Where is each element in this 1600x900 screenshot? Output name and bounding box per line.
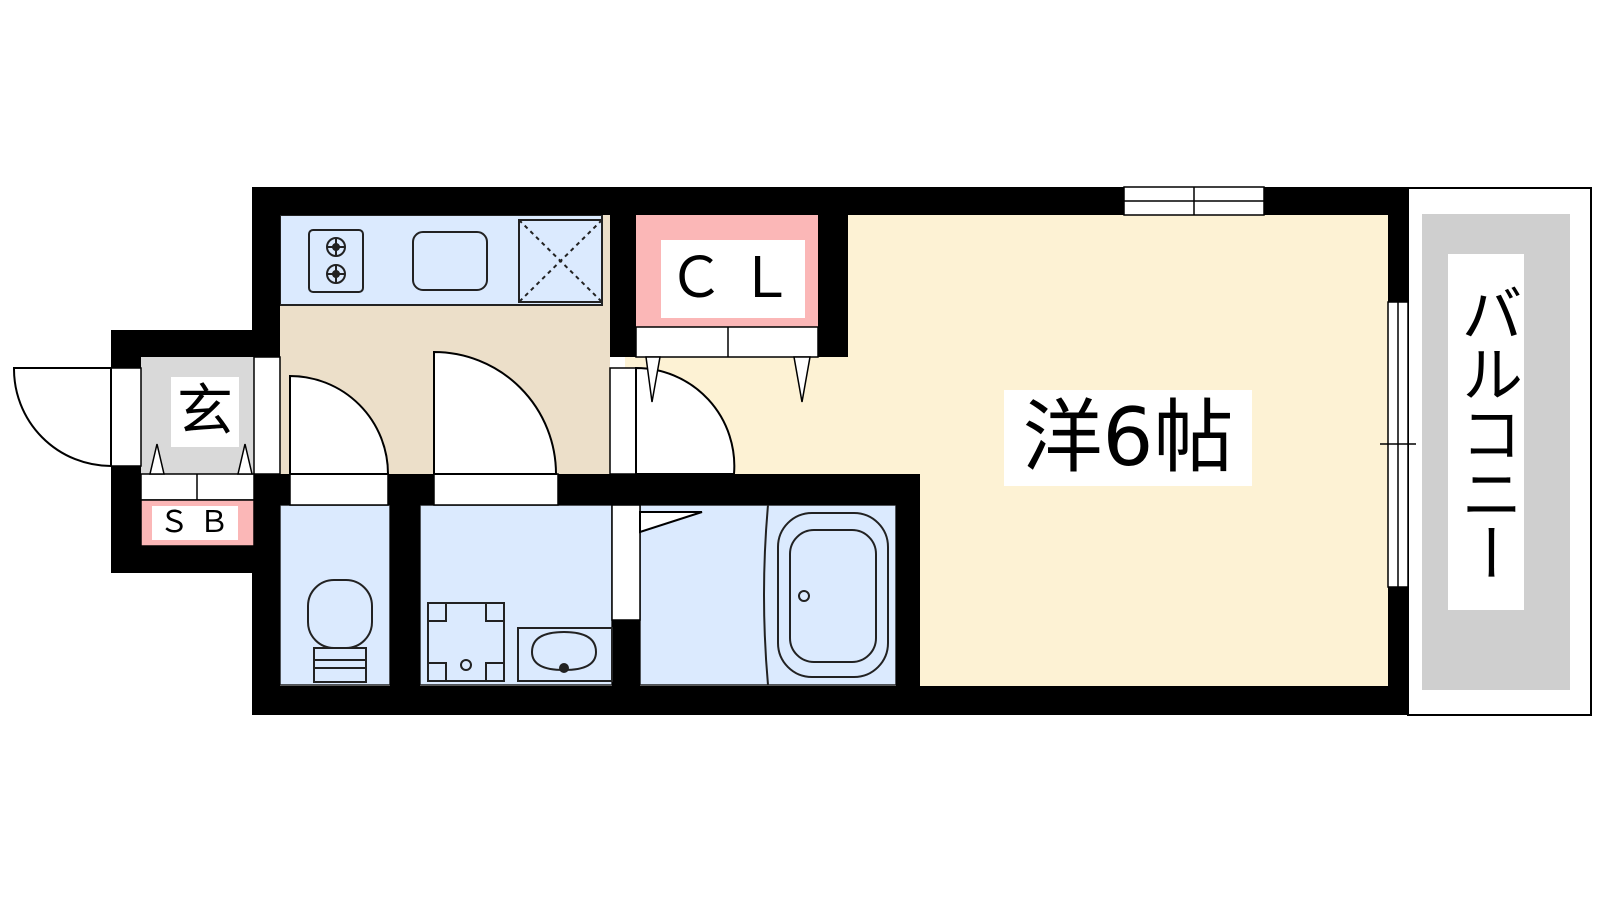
door-swings [12, 350, 736, 534]
door-swing-icon [639, 511, 703, 534]
sink-icon [412, 231, 488, 291]
toilet-icon [307, 579, 373, 683]
door-swing-icon [433, 350, 558, 475]
door-swing-icon [12, 367, 112, 468]
room-label-entrance: 玄 [171, 377, 239, 447]
room-label-shoe-box: ＳＢ [152, 506, 238, 540]
door-swing-icon [289, 374, 390, 475]
room-label-western: 洋6帖 [1004, 390, 1252, 486]
washer-pan-icon [427, 602, 505, 682]
bathtub-icon [763, 504, 889, 686]
washbasin-icon [517, 627, 613, 682]
western-room-floor-lower [920, 474, 1388, 688]
fixtures [307, 219, 889, 686]
window-panes [1124, 187, 1416, 587]
room-label-closet: ＣＬ [661, 240, 805, 318]
fridge-space-icon [518, 219, 603, 303]
room-label-balcony: バルコニー [1448, 254, 1524, 610]
stove-icon [308, 229, 364, 293]
